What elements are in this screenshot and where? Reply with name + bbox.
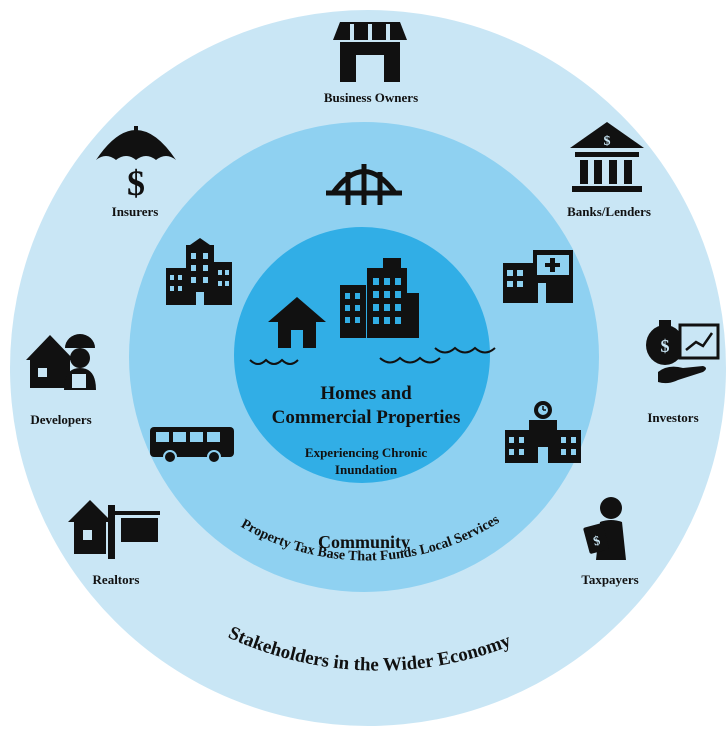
label-insurers: Insurers — [111, 204, 159, 219]
office-building-icon — [340, 258, 419, 338]
label-realtors: Realtors — [92, 572, 140, 587]
school-icon — [505, 401, 581, 463]
svg-text:$: $ — [127, 163, 145, 203]
community-title: Community — [317, 532, 410, 552]
center-title-line1: Homes and — [320, 383, 412, 404]
inner-circle — [234, 227, 490, 483]
label-investors: Investors — [647, 410, 699, 425]
center-subtitle-line2: Inundation — [334, 462, 398, 477]
svg-text:$: $ — [604, 134, 611, 149]
house-icon — [268, 297, 326, 348]
umbrella-dollar-icon: $ — [96, 126, 176, 203]
water-waves-icon — [249, 346, 496, 365]
bridge-icon — [326, 164, 402, 205]
hospital-icon — [503, 250, 573, 303]
investor-icon: $ — [646, 320, 720, 384]
bank-icon: $ — [570, 122, 644, 192]
label-business-owners: Business Owners — [323, 90, 419, 105]
realtor-sign-icon — [68, 500, 160, 559]
storefront-icon — [333, 22, 407, 82]
label-taxpayers: Taxpayers — [581, 572, 639, 587]
label-developers: Developers — [30, 412, 92, 427]
svg-text:$: $ — [661, 336, 670, 356]
center-title-line2: Commercial Properties — [271, 407, 461, 428]
svg-text:$: $ — [592, 532, 603, 548]
apartment-building-icon — [166, 238, 232, 305]
label-banks-lenders: Banks/Lenders — [567, 204, 651, 219]
center-subtitle-line1: Experiencing Chronic — [304, 445, 428, 460]
developer-icon — [26, 334, 96, 390]
bus-icon — [150, 427, 234, 464]
taxpayer-icon: $ — [583, 497, 626, 560]
